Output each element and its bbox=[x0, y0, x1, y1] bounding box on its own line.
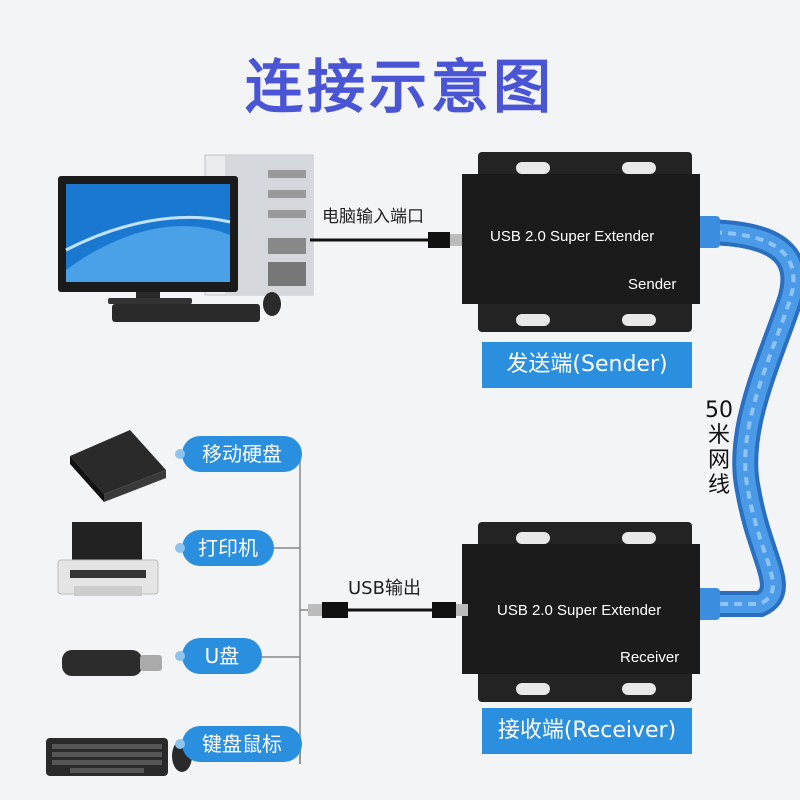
page-title: 连接示意图 bbox=[244, 53, 555, 121]
sender-label: 发送端(Sender) bbox=[482, 342, 692, 388]
cable-label-part: 米 bbox=[707, 423, 730, 448]
usb-output-label: USB输出 bbox=[348, 578, 421, 599]
usb-drive-icon bbox=[62, 650, 162, 676]
sender-device-text: USB 2.0 Super Extender bbox=[490, 228, 655, 245]
receiver-device bbox=[462, 522, 700, 702]
peripheral-label-hard-drive: 移动硬盘 bbox=[175, 436, 302, 472]
printer-icon bbox=[57, 522, 159, 596]
receiver-device-role: Receiver bbox=[620, 649, 680, 666]
computer-port-label: 电脑输入端口 bbox=[322, 207, 424, 227]
computer-icon bbox=[58, 154, 314, 322]
receiver-device-text: USB 2.0 Super Extender bbox=[497, 602, 662, 619]
peripheral-label-keyboard-mouse: 键盘鼠标 bbox=[175, 726, 302, 762]
receiver-label: 接收端(Receiver) bbox=[482, 708, 692, 754]
peripheral-label-usb-drive: U盘 bbox=[175, 638, 262, 674]
cable-label-part: 线 bbox=[707, 473, 730, 498]
keyboard-mouse-icon bbox=[46, 738, 192, 776]
hard-drive-icon bbox=[70, 430, 166, 502]
sender-device bbox=[462, 152, 700, 332]
peripheral-label-printer: 打印机 bbox=[175, 530, 274, 566]
cable-label-part: 50 bbox=[705, 398, 733, 423]
cable-length-label: 50 米 网 线 bbox=[704, 398, 734, 498]
peripheral-connector-lines bbox=[262, 454, 308, 764]
cable-label-part: 网 bbox=[707, 448, 730, 473]
sender-device-role: Sender bbox=[628, 276, 677, 293]
